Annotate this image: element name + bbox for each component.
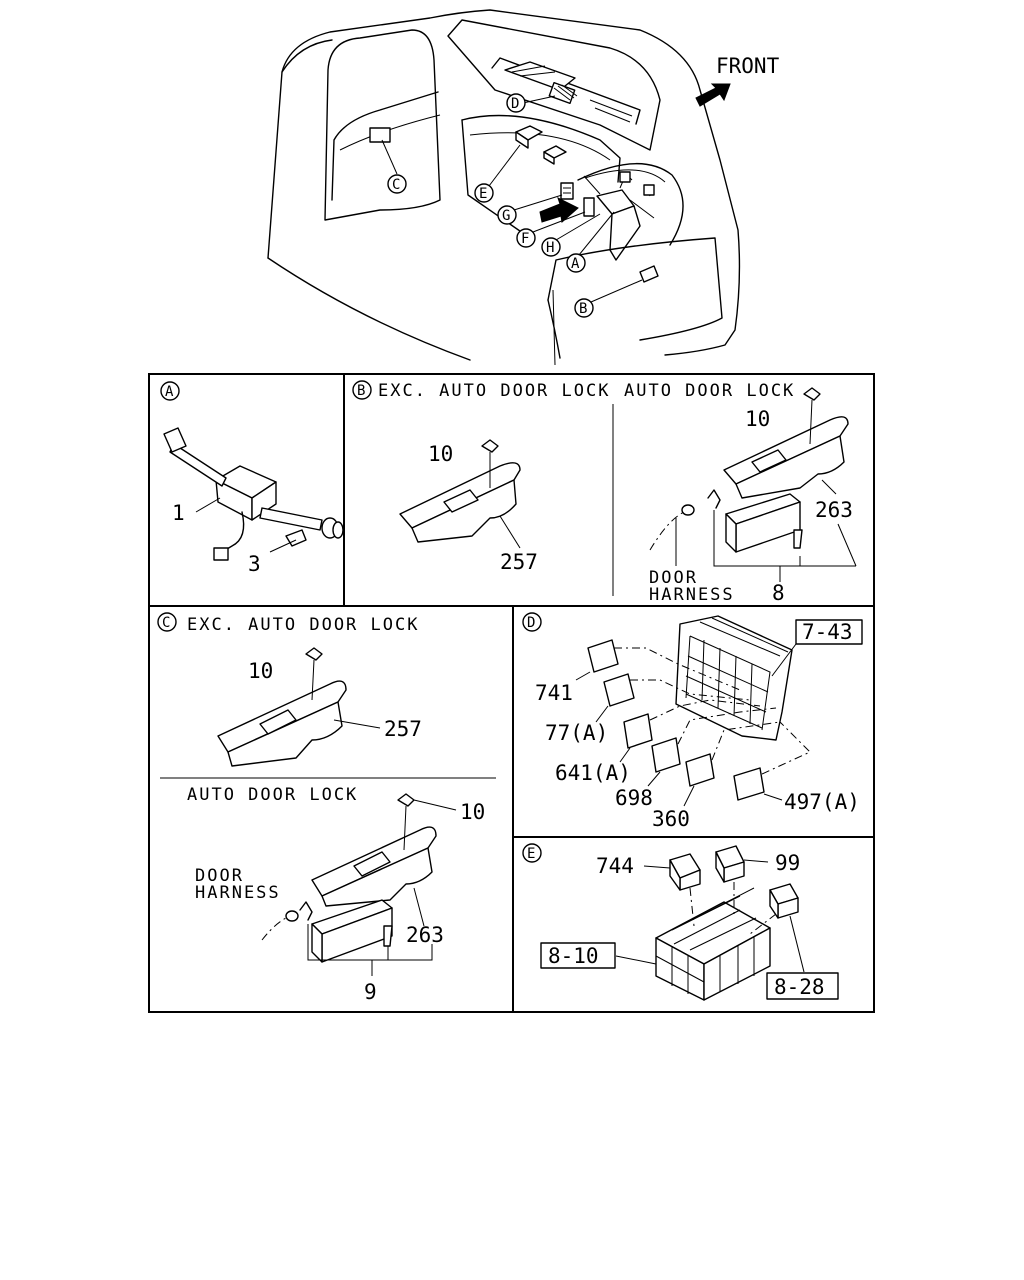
b-part-10-right: 10 [745, 407, 770, 431]
d-part-77a: 77(A) [545, 721, 608, 745]
callout-c: C [392, 177, 400, 193]
part-1: 1 [172, 501, 185, 525]
c-part-10-top: 10 [248, 659, 273, 683]
panel-c-top-title: EXC. AUTO DOOR LOCK [187, 615, 419, 635]
d-part-641a: 641(A) [555, 761, 631, 785]
d-ref-box: 7-43 [802, 620, 853, 644]
panel-d-letter: D [527, 615, 535, 631]
front-label: FRONT [716, 54, 780, 78]
callout-b: B [579, 301, 587, 317]
d-part-497a: 497(A) [784, 790, 860, 814]
panel-frames [148, 373, 875, 1013]
panel-d: D 7-43 741 77(A) 641(A) 698 [522, 612, 863, 831]
panel-a: A 1 3 [160, 381, 344, 576]
d-part-360: 360 [652, 807, 690, 831]
panel-e-letter: E [527, 846, 535, 862]
left-door-switch [369, 127, 391, 143]
b-part-8: 8 [772, 581, 785, 605]
c-part-257: 257 [384, 717, 422, 741]
panel-b-left-title: EXC. AUTO DOOR LOCK [378, 381, 610, 401]
panel-c-letter: C [162, 615, 170, 631]
c-part-10-bottom: 10 [460, 800, 485, 824]
c-part-9: 9 [364, 980, 377, 1004]
e-ref-box-8-10: 8-10 [548, 944, 599, 968]
callout-d: D [511, 96, 519, 112]
panel-b: B EXC. AUTO DOOR LOCK AUTO DOOR LOCK 10 … [352, 380, 857, 605]
callout-g: G [502, 208, 510, 224]
panel-e: E 744 99 8-10 8-28 [522, 843, 839, 1001]
panel-b-right-title: AUTO DOOR LOCK [624, 381, 795, 401]
d-part-698: 698 [615, 786, 653, 810]
panel-c: C EXC. AUTO DOOR LOCK 10 257 AUTO DOOR L… [157, 612, 485, 1004]
b-part-263: 263 [815, 498, 853, 522]
panel-b-letter: B [357, 383, 365, 399]
b-harness-label: HARNESS [649, 585, 735, 605]
b-door-label: DOOR [649, 568, 698, 588]
c-harness-label: HARNESS [195, 883, 281, 903]
d-part-741: 741 [535, 681, 573, 705]
callout-e: E [479, 186, 487, 202]
callout-f: F [521, 231, 529, 247]
e-part-744: 744 [596, 854, 634, 878]
callout-a: A [571, 256, 580, 272]
panel-c-bottom-title: AUTO DOOR LOCK [187, 785, 358, 805]
panel-a-letter: A [165, 384, 174, 400]
b-part-10-left: 10 [428, 442, 453, 466]
e-ref-box-8-28: 8-28 [774, 975, 825, 999]
callout-h: H [546, 240, 554, 256]
vehicle-overview: FRONT D C E G F H A B [267, 9, 780, 366]
c-part-263: 263 [406, 923, 444, 947]
c-door-label: DOOR [195, 866, 244, 886]
part-3: 3 [248, 552, 261, 576]
e-part-99: 99 [775, 851, 800, 875]
b-part-257: 257 [500, 550, 538, 574]
